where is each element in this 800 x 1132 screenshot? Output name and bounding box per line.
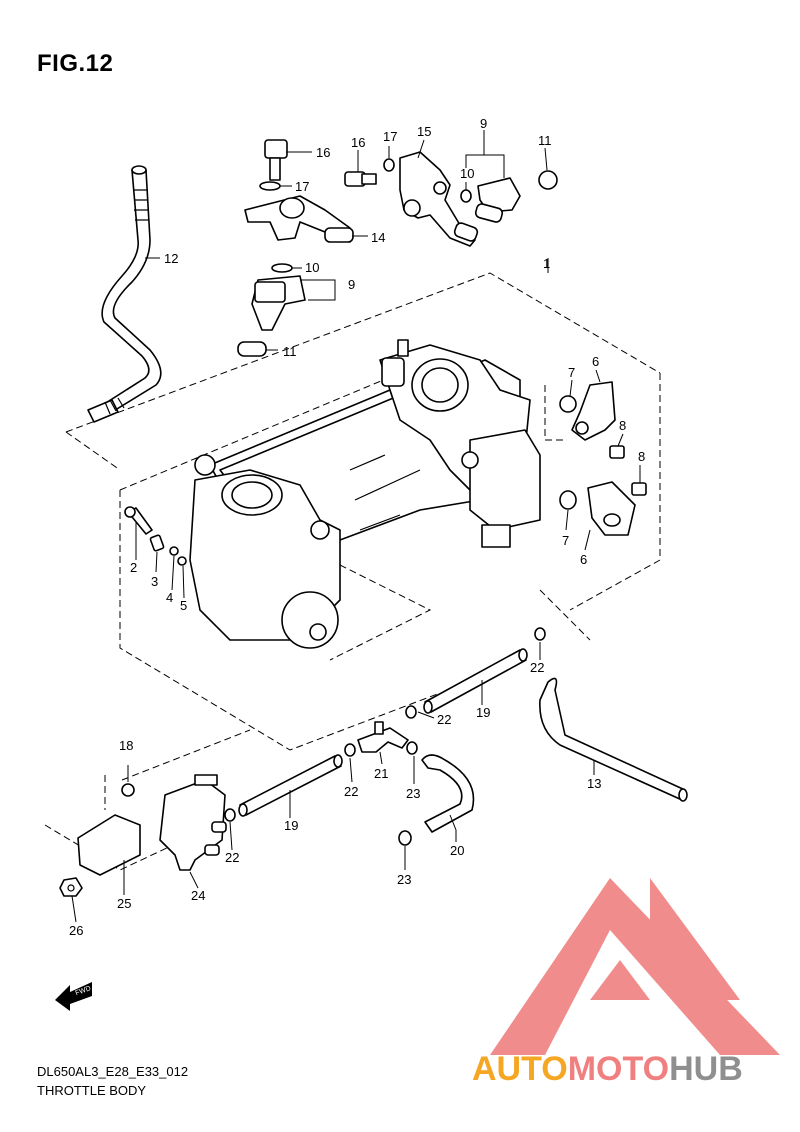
callout-9b: 9	[348, 277, 355, 292]
callout-11b: 11	[283, 344, 297, 359]
callout-15: 15	[417, 124, 431, 139]
brand-part-moto: MOTO	[567, 1050, 670, 1088]
hose-19-lower	[238, 754, 343, 817]
t-connector-21	[357, 721, 409, 753]
callout-13: 13	[587, 776, 601, 791]
callout-7b: 7	[562, 533, 569, 548]
fwd-arrow: FWD	[55, 982, 92, 1011]
screws-2-5	[124, 506, 187, 566]
injector-left	[237, 263, 306, 357]
callout-16a: 16	[316, 145, 330, 160]
callout-16b: 16	[351, 135, 365, 150]
figure-title: FIG.12	[37, 50, 114, 77]
callout-22a: 22	[530, 660, 544, 675]
callout-18: 18	[119, 738, 133, 753]
callout-7a: 7	[568, 365, 575, 380]
leader-lines	[71, 130, 641, 923]
callout-8a: 8	[619, 418, 626, 433]
callout-22c: 22	[344, 784, 358, 799]
assembly-outline	[44, 272, 661, 871]
callout-10b: 10	[305, 260, 319, 275]
figure-name: THROTTLE BODY	[37, 1083, 147, 1098]
callout-1: 1	[543, 256, 550, 271]
callout-22b: 22	[437, 712, 451, 727]
callout-14: 14	[371, 230, 385, 245]
hose-19-upper	[423, 648, 528, 714]
watermark-brand: AUTOMOTOHUB	[472, 1050, 743, 1089]
brand-part-auto: AUTO	[472, 1050, 568, 1088]
callout-17a: 17	[295, 179, 309, 194]
callout-10a: 10	[460, 166, 474, 181]
injector-right	[460, 170, 558, 223]
callout-2: 2	[130, 560, 137, 575]
fuel-delivery-group	[344, 151, 479, 247]
callout-23a: 23	[406, 786, 420, 801]
callout-3: 3	[151, 574, 158, 589]
watermark-logo	[490, 878, 780, 1055]
callout-12: 12	[164, 251, 178, 266]
callout-17b: 17	[383, 129, 397, 144]
callout-11a: 11	[538, 133, 552, 148]
callout-24: 24	[191, 888, 205, 903]
callout-21: 21	[374, 766, 388, 781]
hose-13	[539, 677, 688, 802]
callout-19b: 19	[284, 818, 298, 833]
callout-6b: 6	[580, 552, 587, 567]
hose-20	[421, 754, 475, 833]
callout-6a: 6	[592, 354, 599, 369]
callout-9a: 9	[480, 116, 487, 131]
callout-8b: 8	[638, 449, 645, 464]
callout-labels: 1 2 3 4 5 6 6 7 7 8 8 9 9 10 10 11 11 12…	[69, 116, 645, 938]
solenoid-group	[59, 774, 227, 897]
callout-20: 20	[450, 843, 464, 858]
sensor-bracket-group	[244, 139, 354, 243]
callout-22d: 22	[225, 850, 239, 865]
clamps	[224, 627, 546, 846]
hose-12	[87, 165, 162, 423]
callout-19a: 19	[476, 705, 490, 720]
callout-4: 4	[166, 590, 173, 605]
sensors-6-8	[559, 381, 647, 536]
callout-23b: 23	[397, 872, 411, 887]
figure-code: DL650AL3_E28_E33_012	[37, 1064, 189, 1079]
brand-part-hub: HUB	[669, 1050, 743, 1088]
callout-5: 5	[180, 598, 187, 613]
throttle-body-assembly	[189, 339, 541, 649]
callout-25: 25	[117, 896, 131, 911]
callout-26: 26	[69, 923, 83, 938]
